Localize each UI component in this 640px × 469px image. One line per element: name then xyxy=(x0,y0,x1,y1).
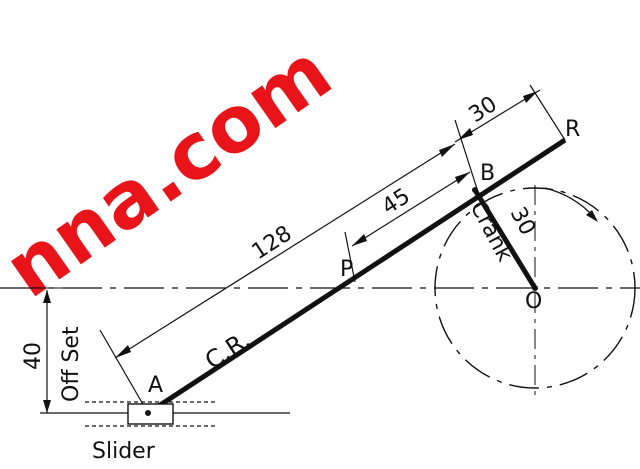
label-p: P xyxy=(340,257,353,282)
ext-line-a xyxy=(99,329,149,414)
label-dim-30-top: 30 xyxy=(465,92,502,128)
label-connecting-rod: C.R. xyxy=(200,325,255,375)
ext-line-p xyxy=(344,231,356,283)
dim-line-45 xyxy=(351,171,471,247)
label-offset-value: 40 xyxy=(21,342,46,370)
dim-128-arrow-right xyxy=(439,144,455,157)
dim-45-arrow-left xyxy=(352,234,367,246)
dim-45-arrow-right xyxy=(455,172,470,184)
label-crank: Crank xyxy=(465,197,518,266)
ext-line-b xyxy=(454,119,479,193)
dim-line-128 xyxy=(114,143,456,359)
pin-o xyxy=(532,285,538,291)
rotation-arrow-head xyxy=(586,210,598,222)
crank-link xyxy=(472,188,538,290)
label-offset: Off Set xyxy=(59,326,84,402)
ext-line-r xyxy=(529,84,566,141)
label-a: A xyxy=(148,373,163,398)
pin-b xyxy=(472,187,478,193)
label-slider: Slider xyxy=(92,439,156,464)
dim-30-arrow-right xyxy=(523,91,538,103)
dim-128-arrow-left xyxy=(115,345,131,358)
pin-a xyxy=(145,410,151,416)
offset-arrow-top xyxy=(43,290,51,303)
label-r: R xyxy=(565,117,580,142)
label-b: B xyxy=(480,161,495,186)
offset-arrow-bottom xyxy=(43,400,51,413)
connecting-rod xyxy=(146,137,567,416)
watermark-text: nna.com xyxy=(0,27,348,315)
dim-30-arrow-left xyxy=(458,128,473,140)
label-o: O xyxy=(525,289,542,314)
